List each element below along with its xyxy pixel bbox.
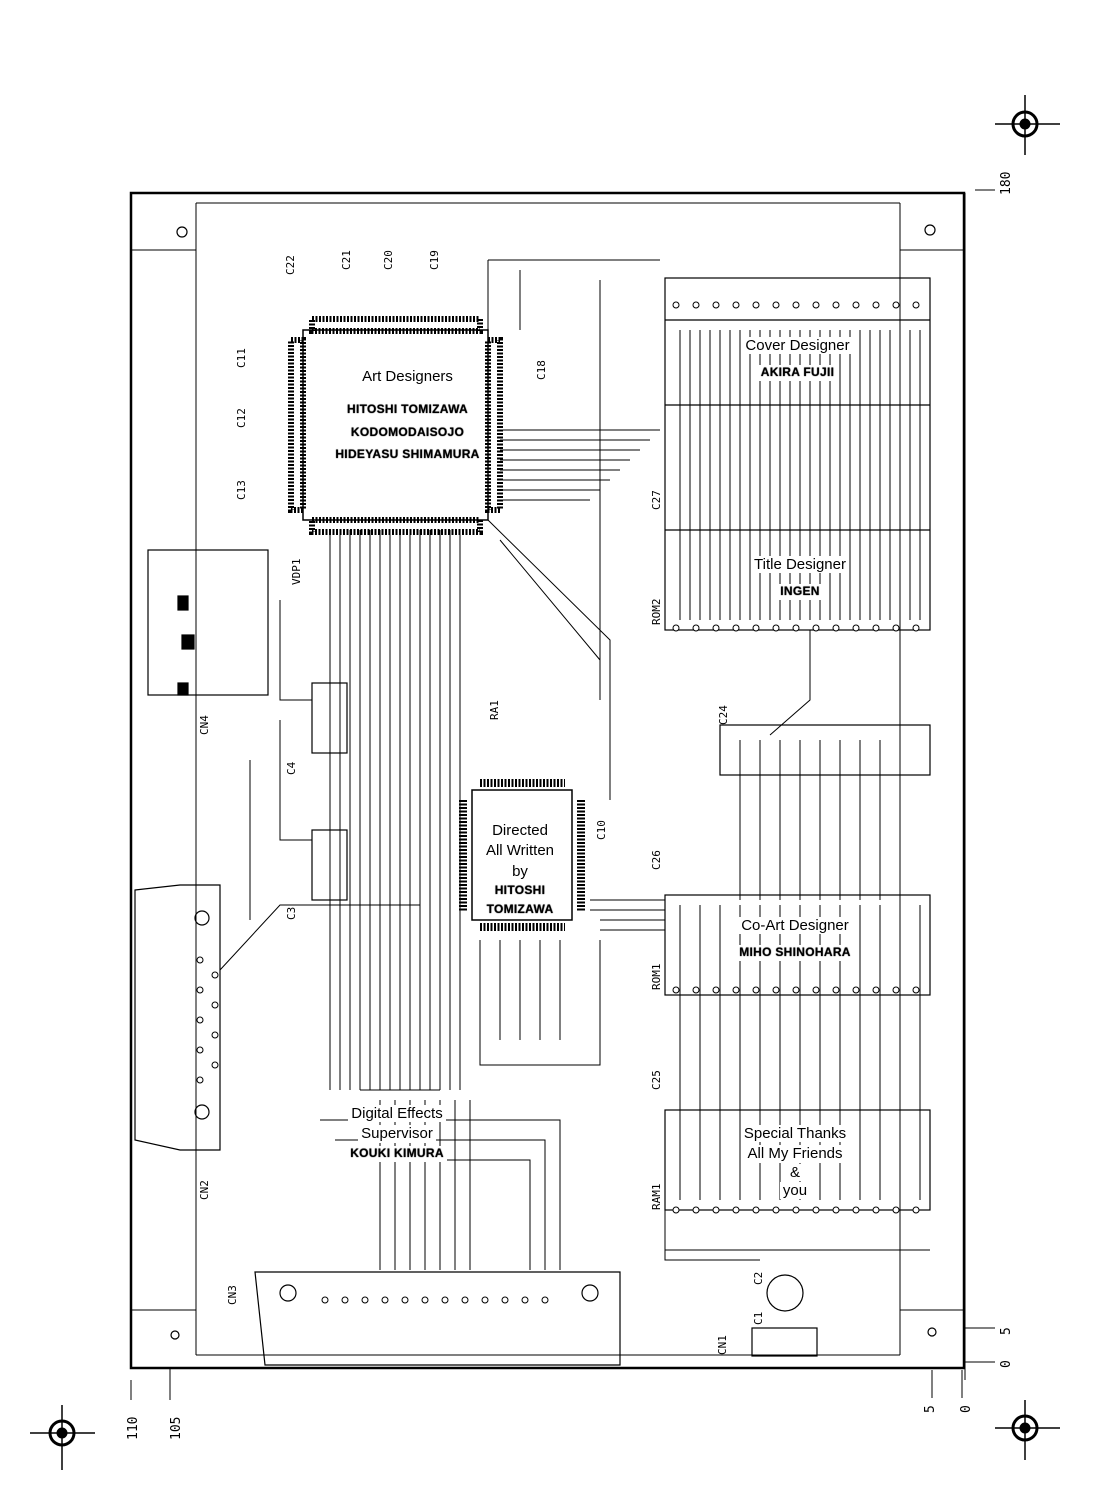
ruler-labels: 180 110 105 5 0 5 0 (126, 172, 1014, 1440)
label-c1: C1 (752, 1312, 765, 1325)
label-c12: C12 (235, 408, 248, 428)
label-cn1: CN1 (716, 1335, 729, 1355)
label-c2: C2 (752, 1272, 765, 1285)
ruler-0-right: 0 (999, 1360, 1014, 1368)
label-c21: C21 (340, 250, 353, 270)
digital-effects-line-1: Digital Effects (348, 1105, 446, 1123)
credit-digital-effects: Digital Effects Supervisor KOUKI KIMURA (322, 1105, 472, 1162)
credit-special-thanks: Special Thanks All My Friends & you (725, 1125, 865, 1201)
trace-network (219, 259, 930, 1270)
title-designer-name: INGEN (777, 584, 823, 601)
label-c26: C26 (650, 850, 663, 870)
special-thanks-line-1: Special Thanks (740, 1125, 850, 1143)
connector-cn3 (254, 1271, 621, 1366)
chip-rom1 (664, 894, 931, 996)
credit-cover-designer: Cover Designer AKIRA FUJII (720, 337, 875, 382)
title-designer-role: Title Designer (751, 556, 849, 574)
ruler-105: 105 (169, 1417, 184, 1440)
board-outline (129, 191, 966, 1400)
label-rom1: ROM1 (650, 964, 663, 991)
cover-designer-name: AKIRA FUJII (757, 365, 838, 382)
label-c3: C3 (285, 907, 298, 920)
label-cn2: CN2 (198, 1180, 211, 1200)
label-cn3: CN3 (226, 1285, 239, 1305)
co-art-designer-role: Co-Art Designer (738, 917, 852, 935)
digital-effects-line-2: Supervisor (358, 1125, 436, 1143)
registration-mark-bottom-right (995, 1400, 1060, 1460)
cover-designer-role: Cover Designer (742, 337, 853, 355)
label-c11: C11 (235, 348, 248, 368)
art-designer-name-2: KODOMODAISOJO (347, 424, 468, 441)
special-thanks-line-3: & (786, 1163, 803, 1182)
label-ra1: RA1 (488, 700, 501, 720)
directed-line-1: Directed (489, 822, 551, 840)
label-ram1: RAM1 (650, 1184, 663, 1211)
special-thanks-line-2: All My Friends (744, 1145, 846, 1163)
label-c25: C25 (650, 1070, 663, 1090)
label-vdp1: VDP1 (290, 559, 303, 586)
mounting-holes (170, 224, 937, 1340)
label-c22: C22 (284, 255, 297, 275)
label-c24: C24 (717, 705, 730, 725)
connector-cn2 (134, 884, 221, 1151)
ruler-110: 110 (126, 1417, 141, 1440)
connector-cn1 (751, 1274, 818, 1357)
credit-directed: Directed All Written by HITOSHI TOMIZAWA (470, 822, 570, 918)
director-name-2: TOMIZAWA (483, 901, 557, 918)
pads (196, 301, 920, 1304)
silkscreen-labels: C22 C21 C20 C19 C11 C12 C13 C18 C27 C24 … (198, 250, 765, 1355)
label-c19: C19 (428, 250, 441, 270)
registration-mark-bottom-left (30, 1405, 95, 1470)
art-designer-name-1: HITOSHI TOMIZAWA (343, 402, 472, 419)
label-c27: C27 (650, 490, 663, 510)
special-thanks-line-4: you (779, 1182, 811, 1200)
ruler-5-bottom: 5 (923, 1405, 938, 1413)
director-name-1: HITOSHI (491, 883, 549, 899)
digital-effects-name: KOUKI KIMURA (347, 1145, 447, 1162)
ruler-ticks (931, 189, 995, 1398)
label-rom2: ROM2 (650, 599, 663, 626)
chip-rom2 (664, 277, 931, 631)
registration-mark-top-right (995, 95, 1060, 155)
label-c18: C18 (535, 360, 548, 380)
art-designer-name-3: HIDEYASU SHIMAMURA (332, 447, 483, 463)
art-designers-role: Art Designers (359, 368, 456, 386)
directed-line-3: by (509, 862, 531, 881)
connector-cn4 (147, 549, 269, 696)
label-c10: C10 (595, 820, 608, 840)
label-cn4: CN4 (198, 715, 211, 735)
ruler-5-right: 5 (999, 1327, 1014, 1335)
ruler-0-bottom: 0 (959, 1405, 974, 1413)
co-art-designer-name: MIHO SHINOHARA (736, 945, 854, 962)
label-c20: C20 (382, 250, 395, 270)
ruler-180: 180 (999, 172, 1014, 195)
label-c13: C13 (235, 480, 248, 500)
credit-art-designers: Art Designers HITOSHI TOMIZAWA KODOMODAI… (300, 368, 515, 464)
directed-line-2: All Written (482, 842, 558, 860)
label-c4: C4 (285, 761, 298, 775)
credit-title-designer: Title Designer INGEN (725, 556, 875, 601)
credit-co-art-designer: Co-Art Designer MIHO SHINOHARA (700, 917, 890, 962)
